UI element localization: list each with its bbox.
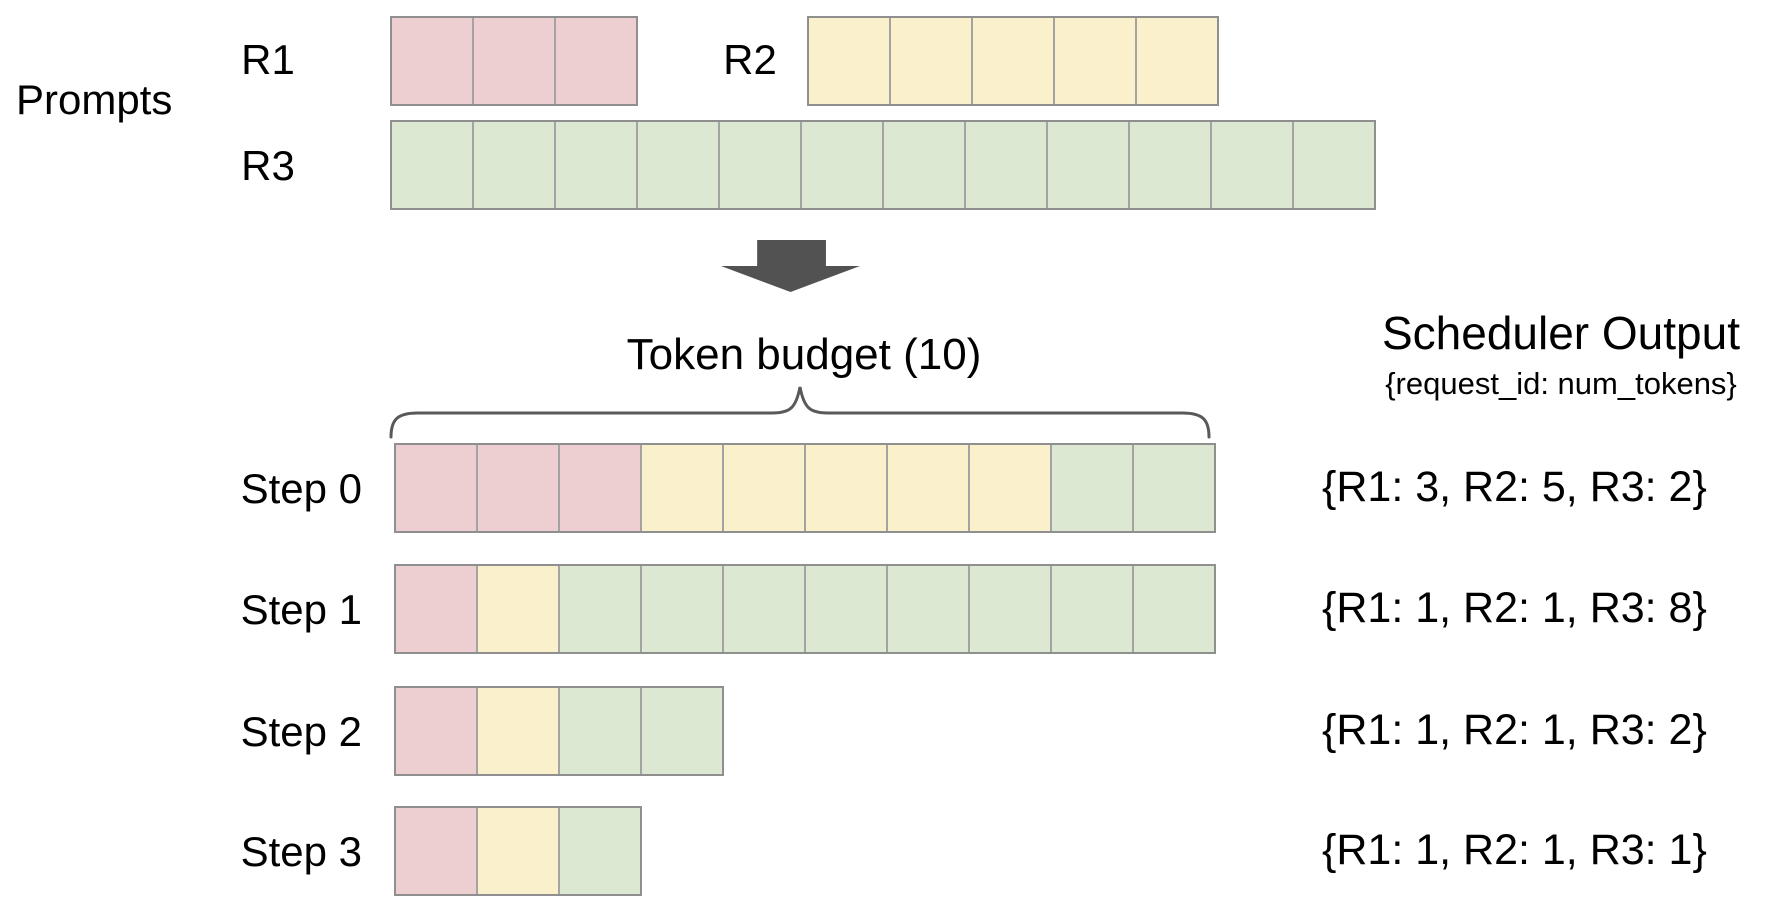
token-cell-green [1052,566,1134,652]
token-cell-pink [396,688,478,774]
prompt-tokens-r2 [807,16,1219,106]
step-label-3: Step 3 [240,828,362,875]
step-tokens-0 [394,443,1216,533]
token-cell-green [724,566,806,652]
token-cell-green [560,688,642,774]
step-tokens-1 [394,564,1216,654]
step-tokens-2 [394,686,724,776]
token-cell-green [720,122,802,208]
token-cell-green [560,566,642,652]
scheduler-output-subtitle: {request_id: num_tokens} [1385,366,1737,401]
prompt-label-r3: R3 [241,142,295,189]
token-cell-green [806,566,888,652]
token-cell-green [642,688,722,774]
token-cell-yellow [806,445,888,531]
token-cell-green [1294,122,1374,208]
token-cell-pink [392,18,474,104]
token-cell-green [888,566,970,652]
step-output-2: {R1: 1, R2: 1, R3: 2} [1322,706,1707,754]
token-cell-green [884,122,966,208]
token-cell-yellow [888,445,970,531]
token-cell-yellow [809,18,891,104]
token-cell-green [970,566,1052,652]
token-cell-yellow [891,18,973,104]
prompt-tokens-r3 [390,120,1376,210]
scheduler-output-title: Scheduler Output [1381,307,1740,359]
token-cell-green [1212,122,1294,208]
step-output-0: {R1: 3, R2: 5, R3: 2} [1322,463,1707,511]
token-cell-green [638,122,720,208]
token-cell-yellow [970,445,1052,531]
prompts-section-label: Prompts [16,76,173,123]
token-cell-yellow [1055,18,1137,104]
token-cell-green [802,122,884,208]
token-cell-green [560,808,640,894]
step-tokens-3 [394,806,642,896]
token-cell-green [1052,445,1134,531]
step-label-2: Step 2 [240,708,362,755]
step-label-1: Step 1 [240,586,362,633]
token-cell-yellow [478,808,560,894]
prompt-tokens-r1 [390,16,638,106]
down-arrow-icon [721,240,860,292]
step-output-1: {R1: 1, R2: 1, R3: 8} [1322,584,1707,632]
token-cell-yellow [642,445,724,531]
token-cell-yellow [478,566,560,652]
token-cell-green [1130,122,1212,208]
token-cell-green [1048,122,1130,208]
token-cell-pink [556,18,636,104]
step-label-0: Step 0 [240,465,362,512]
token-cell-yellow [478,688,560,774]
token-cell-green [556,122,638,208]
token-cell-pink [478,445,560,531]
token-cell-yellow [1137,18,1217,104]
prompt-label-r1: R1 [241,36,295,83]
curly-brace-icon [389,386,1211,439]
token-cell-green [642,566,724,652]
prompt-label-r2: R2 [723,36,777,83]
token-cell-green [392,122,474,208]
token-cell-pink [560,445,642,531]
token-cell-pink [474,18,556,104]
token-cell-yellow [724,445,806,531]
token-cell-pink [396,566,478,652]
token-budget-label: Token budget (10) [626,330,982,379]
token-cell-green [474,122,556,208]
token-cell-pink [396,445,478,531]
token-cell-pink [396,808,478,894]
token-cell-green [1134,566,1214,652]
step-output-3: {R1: 1, R2: 1, R3: 1} [1322,826,1707,874]
token-cell-green [1134,445,1214,531]
token-cell-yellow [973,18,1055,104]
token-cell-green [966,122,1048,208]
